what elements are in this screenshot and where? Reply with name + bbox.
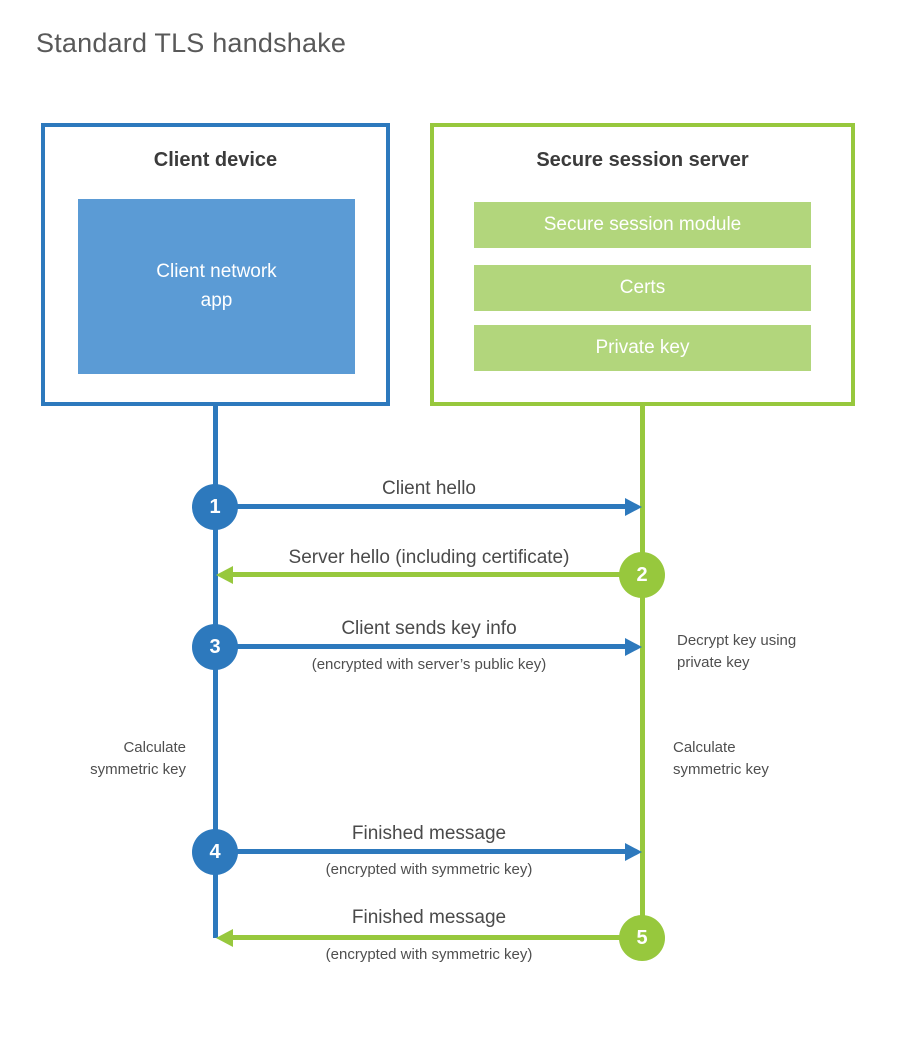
step-1-arrow: [216, 504, 626, 509]
step-1-circle: 1: [192, 484, 238, 530]
step-5-circle: 5: [619, 915, 665, 961]
client-network-app-box: Client network app: [78, 199, 355, 374]
server-module-certs: Certs: [474, 265, 811, 311]
calculate-symmetric-key-client-note: Calculate symmetric key: [90, 739, 186, 778]
step-4-arrow: [216, 849, 626, 854]
client-device-title: Client device: [153, 149, 278, 171]
step-4-arrowhead-icon: [625, 843, 642, 861]
calculate-symmetric-key-server-note: Calculate symmetric key: [673, 739, 769, 778]
client-lifeline: [213, 406, 218, 938]
step-1-arrowhead-icon: [625, 498, 642, 516]
step-2-arrow: [233, 572, 642, 577]
step-5-sublabel: (encrypted with symmetric key): [325, 946, 533, 963]
step-3-circle: 3: [192, 624, 238, 670]
server-title: Secure session server: [536, 149, 749, 171]
step-3-arrow: [216, 644, 626, 649]
decrypt-key-note: Decrypt key using private key: [677, 632, 797, 671]
step-3-arrowhead-icon: [625, 638, 642, 656]
server-module-secure-session: Secure session module: [474, 202, 811, 248]
step-4-circle: 4: [192, 829, 238, 875]
step-5-label: Finished message: [351, 907, 507, 928]
step-2-arrowhead-icon: [216, 566, 233, 584]
server-lifeline: [640, 406, 645, 938]
step-5-arrow: [233, 935, 642, 940]
page-title: Standard TLS handshake: [36, 28, 347, 58]
step-5-arrowhead-icon: [216, 929, 233, 947]
step-4-sublabel: (encrypted with symmetric key): [325, 861, 533, 878]
client-device-box: Client device Client network app: [41, 123, 390, 406]
step-2-label: Server hello (including certificate): [288, 547, 570, 568]
step-3-label: Client sends key info: [341, 618, 517, 639]
secure-session-server-box: Secure session server Secure session mod…: [430, 123, 855, 406]
step-3-sublabel: (encrypted with server’s public key): [311, 656, 547, 673]
step-2-circle: 2: [619, 552, 665, 598]
step-4-label: Finished message: [351, 823, 507, 844]
step-1-label: Client hello: [382, 478, 476, 499]
server-module-private-key: Private key: [474, 325, 811, 371]
